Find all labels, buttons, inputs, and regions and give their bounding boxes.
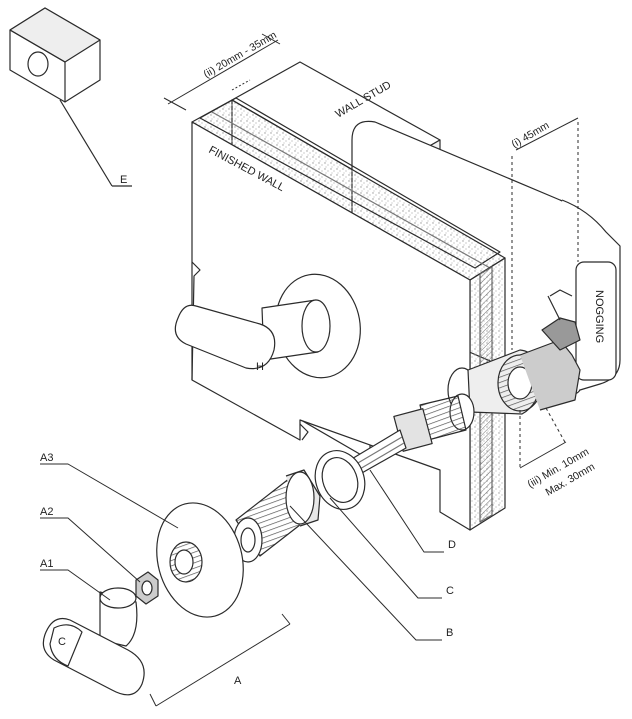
nogging-label: NOGGING [593,290,605,343]
callout-b: B [446,627,453,639]
part-a1-handle-c [42,587,145,696]
callout-e: E [120,174,127,186]
callout-c: C [446,585,454,597]
part-b-threaded-sleeve [233,469,321,563]
dim-handle-assembly [149,613,291,707]
dim-nogging-depth [511,117,579,350]
handle-c-label: C [58,636,66,648]
callout-a: A [234,675,242,687]
callout-a2: A2 [40,506,53,518]
dim-wall-thickness [163,33,281,111]
handle-h-label: H [256,361,264,373]
callout-a1: A1 [40,558,53,570]
part-c-washer [314,450,366,510]
part-a3-escutcheon [156,502,244,618]
callout-a3: A3 [40,452,53,464]
leader-lines [40,463,444,641]
dim-wall-thickness-label: (ii) 20mm - 35mm [202,29,279,81]
callout-d: D [448,539,456,551]
dim-cavity [519,407,567,470]
part-a2-nut [135,571,159,605]
wall-handle-h [174,273,361,379]
part-e-hex-nut [9,7,132,187]
